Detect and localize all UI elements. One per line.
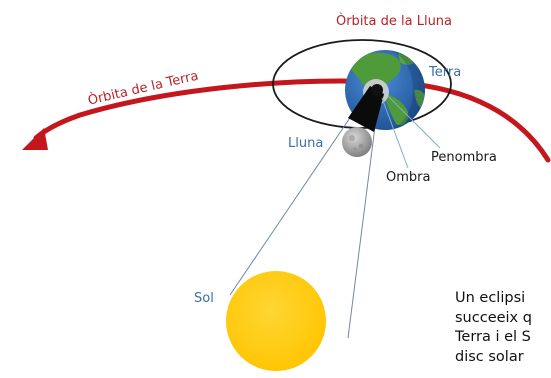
caption-line: Un eclipsi <box>455 290 526 306</box>
penumbra-pointer <box>387 95 441 149</box>
caption-line: disc solar <box>455 348 524 365</box>
earth-orbit-arc <box>33 78 551 163</box>
moon <box>342 127 372 157</box>
sun <box>226 271 326 371</box>
earth-orbit-label: Òrbita de la Terra <box>86 68 200 109</box>
sun-ray-right <box>347 102 379 339</box>
umbra-label: Ombra <box>386 170 430 185</box>
earth-orbit-arrow-icon <box>22 128 48 150</box>
shadow-cone <box>348 86 384 132</box>
caption-line: Terra i el S <box>455 329 531 345</box>
sun-label: Sol <box>194 291 214 306</box>
moon-label: Lluna <box>288 136 323 151</box>
penumbra-label: Penombra <box>431 150 497 165</box>
sun-ray-left <box>229 102 361 296</box>
moon-orbit-label: Òrbita de la Lluna <box>336 13 452 29</box>
earth-label: Terra <box>428 65 461 80</box>
caption-text: Un eclipsi succeeix q Terra i el S disc … <box>455 289 551 367</box>
caption-line: succeeix q <box>455 309 532 326</box>
umbra-spot <box>371 84 383 96</box>
umbra-pointer <box>381 97 409 169</box>
